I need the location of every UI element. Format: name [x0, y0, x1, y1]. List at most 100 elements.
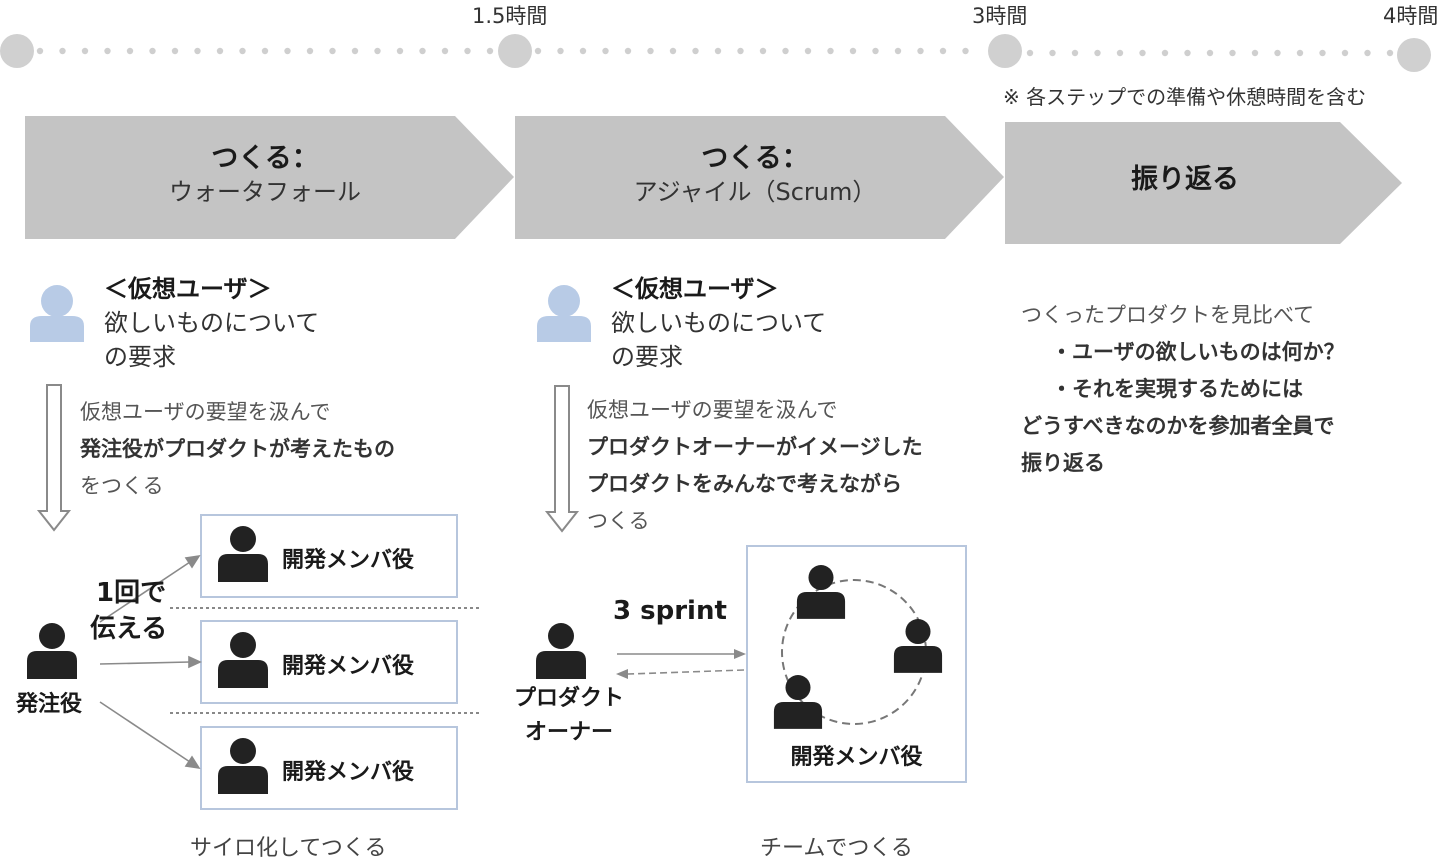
team-member-icon — [796, 565, 846, 619]
timeline-dot — [827, 47, 834, 55]
down-arrow-icon — [544, 385, 580, 533]
timeline-dot — [396, 47, 404, 55]
dev-member-box: 開発メンバ役 — [200, 620, 458, 704]
timeline-dot — [602, 47, 609, 55]
timeline-dot — [962, 47, 969, 55]
retro-line: ・ユーザの欲しいものは何か？ — [1051, 340, 1345, 364]
desc-line: 発注役がプロダクトが考えたもの — [80, 437, 395, 461]
timeline-label-4h: 4時間 — [1383, 4, 1439, 28]
desc-line: 仮想ユーザの要望を汲んで — [80, 400, 331, 424]
user-heading: ＜仮想ユーザ＞ — [611, 275, 779, 303]
user-request-line: の要求 — [104, 343, 176, 371]
product-owner-icon — [536, 623, 586, 679]
phase-waterfall-title: つくる： — [211, 143, 319, 174]
timeline-dot — [917, 47, 924, 55]
waterfall-user-request: ＜仮想ユーザ＞ 欲しいものについて の要求 — [104, 272, 319, 374]
timeline-dot — [759, 47, 767, 55]
timeline-dot — [1364, 49, 1371, 57]
phase-chevron-retro — [1005, 122, 1402, 244]
orderer-label: 発注役 — [16, 692, 83, 717]
timeline — [0, 34, 1431, 72]
desc-line: 仮想ユーザの要望を汲んで — [587, 398, 838, 422]
waterfall-description: 仮想ユーザの要望を汲んで 発注役がプロダクトが考えたもの をつくる — [80, 394, 395, 505]
timeline-dot — [486, 47, 494, 55]
timeline-dot — [714, 47, 722, 55]
dev-member-label: 開発メンバ役 — [282, 760, 415, 785]
desc-line: プロダクトオーナーがイメージした — [587, 435, 923, 459]
timeline-dot — [1071, 49, 1079, 57]
phase-chevron-agile — [515, 116, 1004, 239]
dev-member-box: 開発メンバ役 — [200, 726, 458, 810]
timeline-dot — [261, 47, 269, 55]
desc-line: つくる — [587, 509, 650, 533]
person-icon — [218, 632, 268, 688]
user-request-line: 欲しいものについて — [104, 309, 320, 337]
person-icon — [218, 738, 268, 794]
timeline-dot — [149, 47, 156, 55]
timeline-dot — [1026, 49, 1034, 57]
virtual-user-icon — [537, 285, 591, 342]
retro-line: どうすべきなのかを参加者全員で — [1021, 414, 1335, 438]
timeline-dot — [194, 47, 201, 55]
once-label: 1回で 伝える — [90, 575, 167, 647]
retro-description: つくったプロダクトを見比べて ・ユーザの欲しいものは何か？ ・それを実現するため… — [1021, 297, 1345, 482]
phase-agile: つくる： アジャイル（Scrum） — [515, 142, 995, 208]
handoff-arrow — [99, 561, 191, 623]
timeline-dot — [1139, 49, 1146, 57]
timeline-label-3h: 3時間 — [972, 4, 1028, 28]
timeline-label-1-5h: 1.5時間 — [472, 4, 548, 28]
timeline-dot — [1229, 49, 1236, 57]
timeline-dot — [1319, 49, 1326, 57]
timeline-dot — [239, 47, 246, 55]
sprint-arrows — [616, 649, 746, 679]
phase-retro: 振り返る — [1005, 163, 1365, 197]
timeline-dot — [1386, 49, 1394, 57]
timeline-dot — [464, 47, 471, 55]
handoff-arrow — [99, 701, 191, 763]
once-line: 伝える — [90, 614, 168, 644]
timeline-dot — [624, 47, 632, 55]
dev-member-label: 開発メンバ役 — [282, 548, 415, 573]
timeline-dot — [1184, 49, 1191, 57]
phase-agile-title: つくる： — [701, 143, 809, 174]
timeline-dot — [1116, 49, 1124, 57]
timeline-dot — [849, 47, 857, 55]
user-request-line: の要求 — [611, 343, 683, 371]
phase-agile-subtitle: アジャイル（Scrum） — [633, 178, 877, 206]
handoff-arrow — [99, 661, 191, 665]
timeline-dot — [1251, 49, 1259, 57]
phase-retro-title: 振り返る — [1131, 164, 1239, 195]
timeline-dots — [36, 47, 1394, 57]
timeline-node-start — [0, 34, 34, 68]
agile-user-request: ＜仮想ユーザ＞ 欲しいものについて の要求 — [611, 272, 826, 374]
timeline-dot — [1094, 49, 1101, 57]
timeline-dot — [872, 47, 879, 55]
timeline-dot — [216, 47, 224, 55]
retro-line: つくったプロダクトを見比べて — [1021, 303, 1315, 327]
team-label: 開発メンバ役 — [790, 745, 923, 770]
desc-line: をつくる — [80, 474, 164, 498]
timeline-dot — [329, 47, 336, 55]
timeline-node-3h — [988, 34, 1022, 68]
timeline-dot — [579, 47, 587, 55]
timeline-node-4h — [1397, 38, 1431, 72]
product-owner-label: プロダクト オーナー — [505, 682, 633, 750]
timeline-dot — [647, 47, 654, 55]
timeline-dot — [441, 47, 449, 55]
timeline-dot — [557, 47, 564, 55]
timeline-dot — [1049, 49, 1056, 57]
timeline-dot — [171, 47, 179, 55]
timeline-dot — [534, 47, 542, 55]
dev-member-box: 開発メンバ役 — [200, 514, 458, 598]
virtual-user-icon — [30, 285, 84, 342]
sprint-label: 3 sprint — [613, 596, 727, 626]
timeline-dot — [804, 47, 812, 55]
timeline-dot — [306, 47, 314, 55]
down-arrow-icon — [36, 384, 72, 532]
timeline-dot — [669, 47, 677, 55]
timeline-dot — [782, 47, 789, 55]
timeline-dot — [59, 47, 66, 55]
timeline-dot — [36, 47, 44, 55]
person-icon — [218, 526, 268, 582]
orderer-icon — [27, 623, 77, 679]
